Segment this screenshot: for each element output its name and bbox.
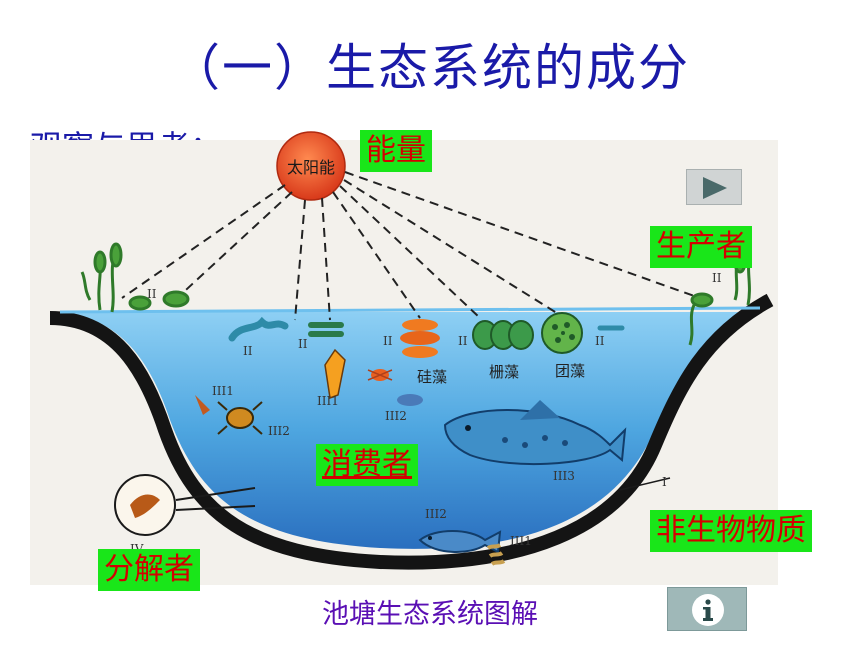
sun xyxy=(276,131,346,201)
bottom-fish xyxy=(418,530,502,554)
stacked-algae xyxy=(308,322,344,337)
mark-iii2-a: III2 xyxy=(268,424,290,438)
insect-larva xyxy=(195,395,210,415)
diatom xyxy=(400,319,440,358)
diatom-label: 硅藻 xyxy=(417,368,447,386)
fence-algae xyxy=(472,320,534,350)
diagram-caption: 池塘生态系统图解 xyxy=(322,599,538,630)
label-decomposer[interactable]: 分解者 xyxy=(98,549,200,591)
mark-ii-2: II xyxy=(243,344,253,358)
mark-iii1-a: III1 xyxy=(212,384,234,398)
pond-water xyxy=(60,310,760,549)
mark-ii-6: II xyxy=(595,334,605,348)
mark-iii3: III3 xyxy=(553,469,575,483)
mark-ii-3: II xyxy=(298,337,308,351)
mark-iii1-c: III1 xyxy=(510,534,532,548)
fence-algae-label: 栅藻 xyxy=(489,363,519,381)
label-energy[interactable]: 能量 xyxy=(360,130,432,172)
label-producer[interactable]: 生产者 xyxy=(650,226,752,268)
cluster-algae-label: 团藻 xyxy=(555,362,585,380)
small-fish xyxy=(397,394,423,406)
mark-iii2-c: III2 xyxy=(425,507,447,521)
info-button[interactable] xyxy=(667,587,747,631)
filament-algae xyxy=(228,316,289,342)
sun-label: 太阳能 xyxy=(287,158,335,177)
info-icon xyxy=(692,594,724,626)
play-icon xyxy=(703,177,727,199)
mark-ii-4: II xyxy=(383,334,393,348)
mark-ii-5: II xyxy=(458,334,468,348)
page-title: （一）生态系统的成分 xyxy=(170,39,690,97)
big-fish xyxy=(443,400,627,466)
beetle xyxy=(217,401,263,435)
mark-ii-1: II xyxy=(147,287,157,301)
play-button[interactable] xyxy=(686,169,742,205)
label-consumer[interactable]: 消费者 xyxy=(316,444,418,486)
mark-iii1-b: III1 xyxy=(317,394,339,408)
sun-rays xyxy=(121,171,701,321)
pond-bed xyxy=(49,293,774,570)
left-plants xyxy=(80,242,190,313)
mark-iii2-b: III2 xyxy=(385,409,407,423)
mark-ii-7: II xyxy=(712,271,722,285)
mark-i: I xyxy=(662,475,667,489)
larva xyxy=(324,348,346,400)
water-flea xyxy=(367,369,393,381)
label-nonliving[interactable]: 非生物物质 xyxy=(650,510,812,552)
bottom-worm xyxy=(486,543,506,566)
